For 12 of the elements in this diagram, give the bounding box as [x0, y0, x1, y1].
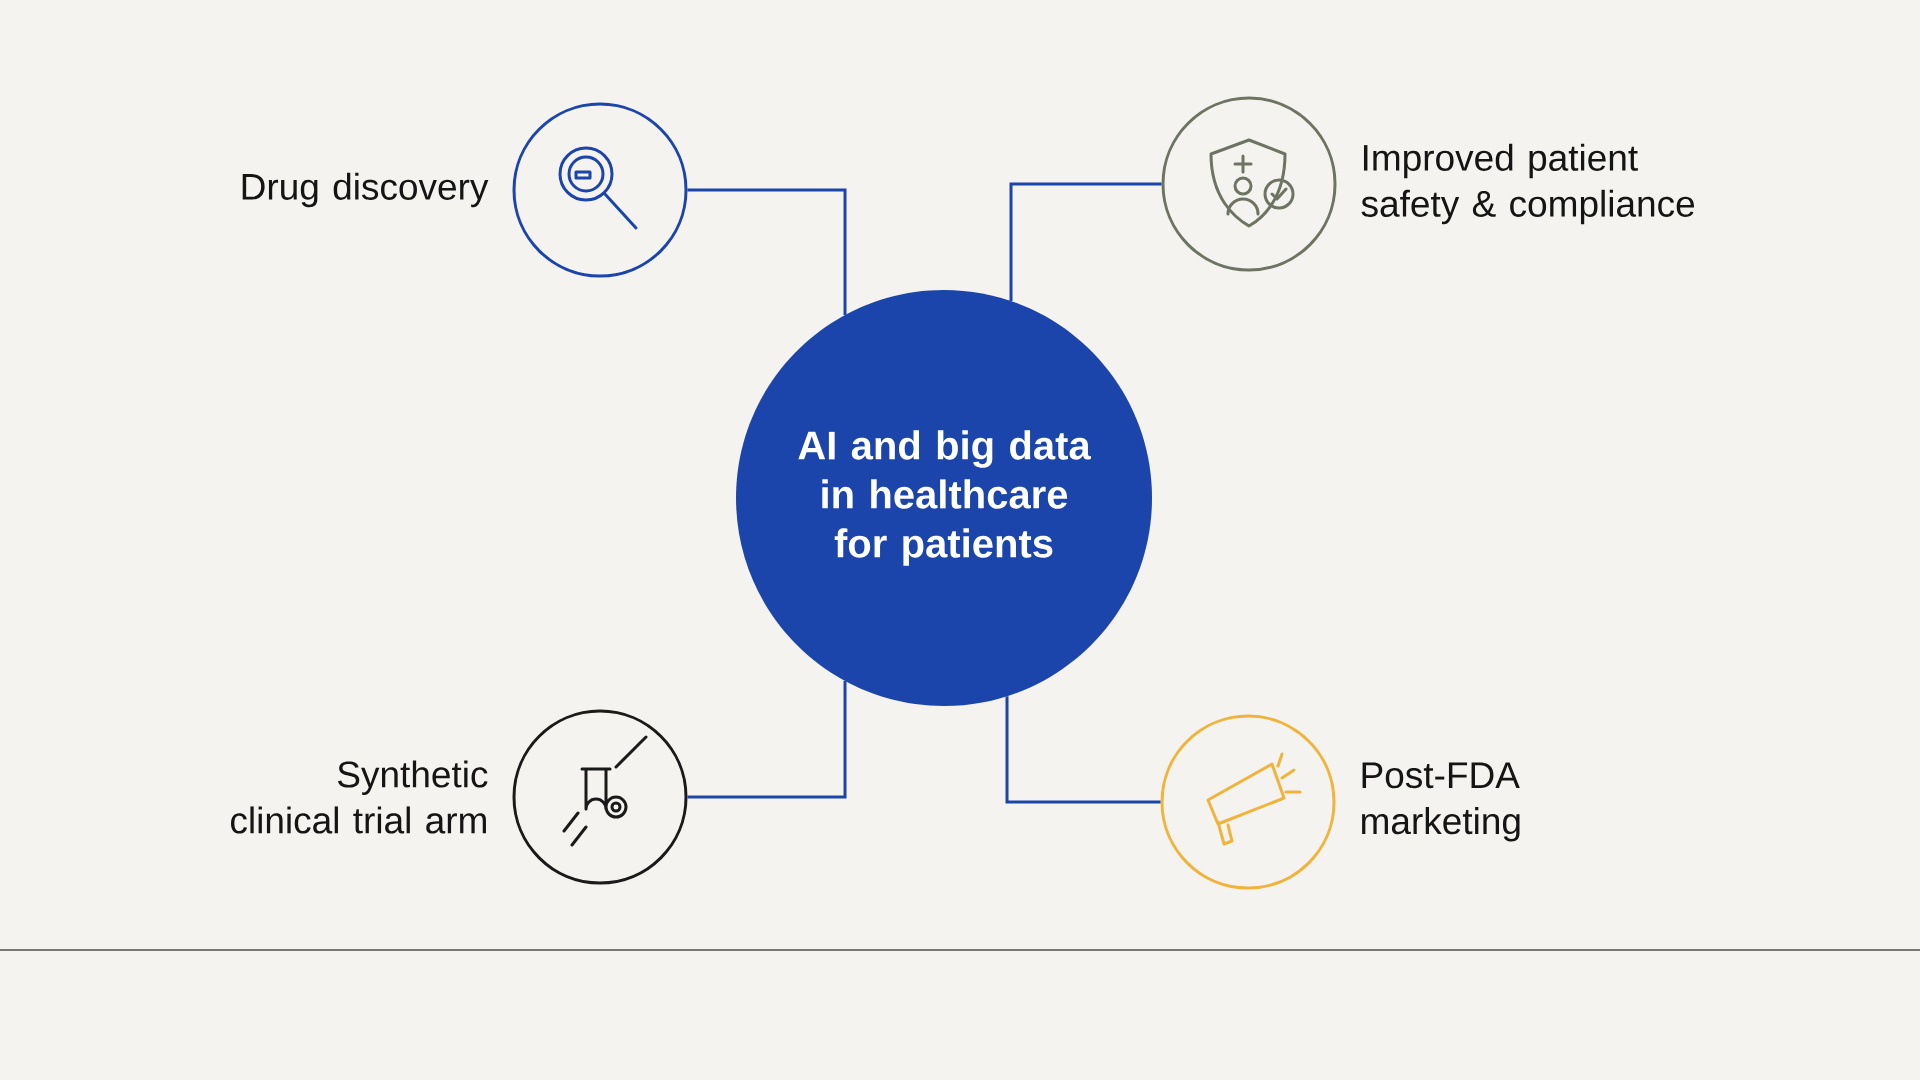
item-label: Drug discovery — [242, 172, 489, 208]
item-label: Post-FDA marketing — [1362, 762, 1520, 842]
connector-line — [687, 680, 847, 799]
item-label: Synthetic clinical trial arm — [231, 760, 488, 834]
connector-line — [1005, 696, 1161, 804]
icon-circle — [512, 102, 688, 278]
connector-line — [687, 188, 847, 316]
item-label: Improved patient safety & compliance — [1361, 143, 1695, 225]
icon-circle — [512, 709, 688, 885]
connector-line — [1009, 182, 1162, 302]
icon-circle — [1160, 714, 1336, 890]
icon-circle — [1161, 96, 1337, 272]
